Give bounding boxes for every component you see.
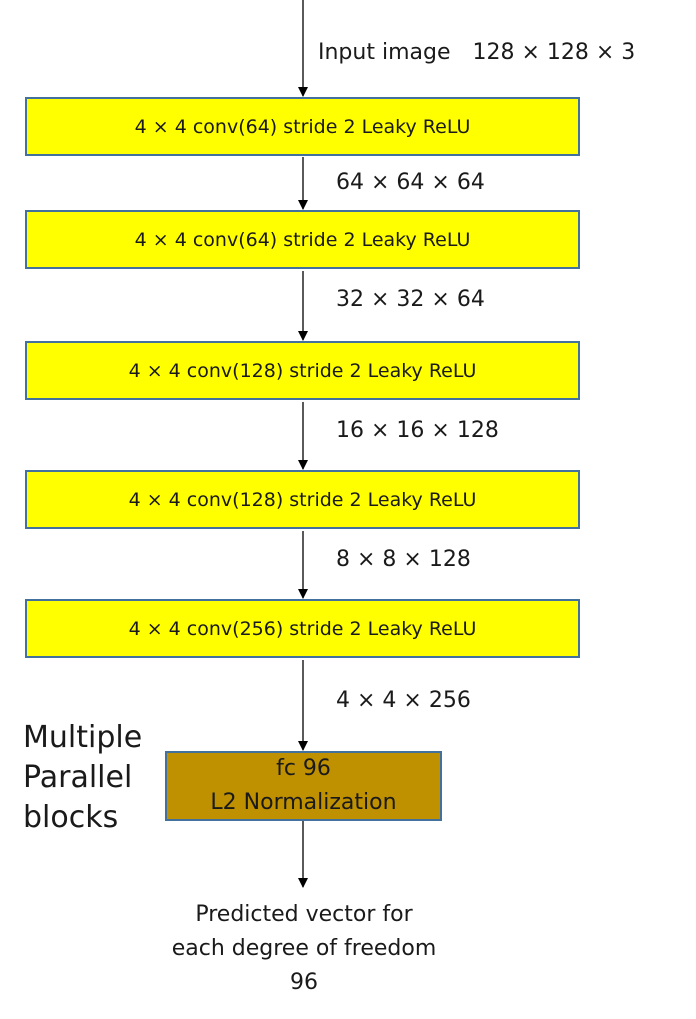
side-label-line-1: Multiple	[23, 720, 143, 755]
side-label-line-3: blocks	[23, 800, 119, 835]
input-shape: 128 × 128 × 3	[472, 40, 636, 65]
output-line-3: 96	[290, 970, 318, 995]
output-line-2: each degree of freedom	[171, 936, 437, 961]
conv-block-5: 4 × 4 conv(256) stride 2 Leaky ReLU	[25, 599, 580, 658]
output-label: Predicted vector for each degree of free…	[104, 898, 504, 1000]
fc-block: fc 96 L2 Normalization	[165, 751, 442, 821]
parallel-blocks-label: Multiple Parallel blocks	[23, 718, 142, 838]
dim-label-2: 32 × 32 × 64	[336, 287, 485, 312]
input-label: Input image 128 × 128 × 3	[318, 40, 635, 65]
dim-label-5: 4 × 4 × 256	[336, 688, 471, 713]
dim-label-4: 8 × 8 × 128	[336, 547, 471, 572]
conv-block-4: 4 × 4 conv(128) stride 2 Leaky ReLU	[25, 470, 580, 529]
conv-block-3: 4 × 4 conv(128) stride 2 Leaky ReLU	[25, 341, 580, 400]
output-line-1: Predicted vector for	[195, 902, 413, 927]
fc-block-line-1: fc 96	[276, 756, 331, 781]
fc-block-line-2: L2 Normalization	[210, 790, 397, 815]
input-label-text: Input image	[318, 40, 451, 65]
side-label-line-2: Parallel	[23, 760, 133, 795]
conv-block-1: 4 × 4 conv(64) stride 2 Leaky ReLU	[25, 97, 580, 156]
dim-label-1: 64 × 64 × 64	[336, 170, 485, 195]
conv-block-2: 4 × 4 conv(64) stride 2 Leaky ReLU	[25, 210, 580, 269]
dim-label-3: 16 × 16 × 128	[336, 418, 499, 443]
